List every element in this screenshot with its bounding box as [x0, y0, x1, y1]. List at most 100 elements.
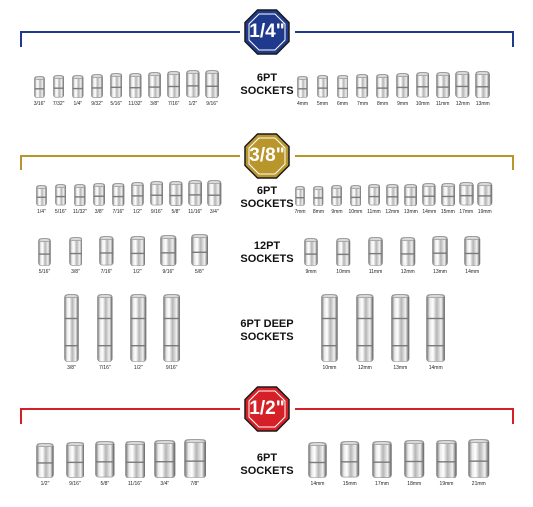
- section-rule-left-drop: [20, 155, 22, 170]
- imperial-socket: [160, 234, 177, 266]
- socket-icon: [150, 181, 164, 206]
- socket-icon: [186, 70, 200, 98]
- metric-socket: [349, 184, 362, 206]
- socket-size-label: 12mm: [455, 101, 470, 107]
- badge-octagon-icon: [244, 386, 290, 432]
- socket-size-label: 1/2": [133, 365, 143, 371]
- socket-icon: [36, 185, 47, 206]
- socket-size-label: 19mm: [439, 481, 454, 487]
- socket-size-label: 7mm: [357, 101, 369, 107]
- socket-icon: [336, 237, 351, 266]
- imperial-socket: [97, 294, 113, 362]
- socket-icon: [183, 439, 206, 478]
- imperial-socket: [129, 72, 142, 99]
- socket-size-label: 1/2": [188, 101, 198, 107]
- metric-socket: [477, 182, 493, 206]
- metric-socket: [404, 183, 418, 206]
- socket-icon: [391, 294, 410, 362]
- socket-icon: [207, 179, 222, 206]
- socket-icon: [340, 441, 360, 478]
- metric-socket: [356, 74, 369, 98]
- socket-size-label: 5mm: [316, 101, 329, 107]
- socket-size-label: 1/2": [132, 269, 142, 275]
- socket-icon: [468, 439, 490, 478]
- socket-size-label: 8mm: [312, 209, 325, 215]
- socket-icon: [372, 440, 392, 478]
- socket-icon: [464, 235, 481, 266]
- socket-size-label: 14mm: [428, 365, 443, 371]
- socket-icon: [295, 186, 305, 206]
- metric-socket: [368, 237, 383, 266]
- imperial-socket: [131, 182, 144, 206]
- socket-icon: [124, 440, 146, 478]
- metric-socket: [336, 74, 349, 98]
- socket-size-label: 10mm: [322, 365, 337, 371]
- metric-socket: [436, 439, 457, 478]
- socket-icon: [475, 70, 491, 98]
- socket-size-label: 12mm: [357, 365, 372, 371]
- socket-icon: [38, 238, 51, 266]
- metric-socket: [321, 294, 338, 362]
- imperial-socket: [188, 180, 202, 206]
- imperial-socket: [99, 236, 114, 266]
- metric-socket: [295, 186, 305, 206]
- socket-size-label: 1/4": [73, 101, 83, 107]
- imperial-socket: [124, 440, 146, 478]
- socket-size-label: 7/16": [100, 269, 113, 275]
- socket-size-label: 9/16": [206, 101, 218, 107]
- badge-label: 3/8": [249, 145, 285, 166]
- socket-icon: [336, 74, 349, 98]
- socket-icon: [160, 234, 177, 266]
- socket-size-label: 15mm: [342, 481, 357, 487]
- metric-socket: [356, 294, 374, 362]
- socket-size-label: 1/4": [37, 209, 46, 215]
- socket-size-label: 18mm: [407, 481, 422, 487]
- socket-icon: [386, 184, 399, 206]
- metric-socket: [464, 235, 481, 267]
- socket-icon: [356, 74, 369, 98]
- socket-icon: [304, 238, 318, 266]
- metric-socket: [455, 71, 470, 98]
- badge-label: 1/4": [249, 21, 285, 42]
- imperial-socket: [190, 234, 209, 266]
- row-title: 12PT SOCKETS: [240, 240, 294, 265]
- imperial-socket: [110, 73, 123, 98]
- socket-size-label: 3/4": [209, 209, 219, 215]
- socket-size-label: 3/8": [71, 269, 80, 275]
- socket-size-label: 12mm: [385, 209, 400, 215]
- metric-socket: [404, 440, 425, 478]
- socket-size-label: 6mm: [336, 101, 349, 107]
- socket-icon: [321, 294, 338, 362]
- imperial-socket: [36, 185, 47, 206]
- imperial-socket: [95, 441, 115, 478]
- socket-size-label: 1/2": [40, 481, 50, 487]
- socket-size-label: 9/16": [165, 365, 178, 371]
- metric-socket: [313, 185, 324, 206]
- socket-icon: [297, 76, 308, 98]
- socket-size-label: 3/8": [150, 101, 159, 107]
- socket-icon: [188, 180, 202, 206]
- socket-size-label: 14mm: [310, 481, 325, 487]
- socket-size-label: 19mm: [477, 209, 492, 215]
- socket-size-label: 5/8": [194, 269, 204, 275]
- imperial-socket: [74, 183, 86, 206]
- metric-socket: [376, 73, 389, 98]
- socket-icon: [163, 294, 181, 362]
- imperial-socket: [183, 439, 207, 478]
- socket-size-label: 9mm: [331, 209, 343, 215]
- socket-size-label: 7/16": [112, 209, 125, 215]
- socket-icon: [331, 185, 343, 206]
- metric-socket: [422, 183, 437, 206]
- socket-icon: [93, 183, 105, 206]
- socket-icon: [436, 439, 457, 478]
- socket-size-label: 17mm: [459, 209, 474, 215]
- metric-socket: [415, 72, 430, 98]
- imperial-socket: [38, 238, 51, 266]
- socket-icon: [435, 71, 450, 98]
- badge-label: 1/2": [249, 398, 285, 419]
- imperial-socket: [72, 74, 84, 98]
- socket-icon: [167, 71, 181, 98]
- socket-icon: [99, 236, 114, 266]
- section-rule-right-drop: [512, 408, 514, 424]
- metric-socket: [475, 70, 491, 98]
